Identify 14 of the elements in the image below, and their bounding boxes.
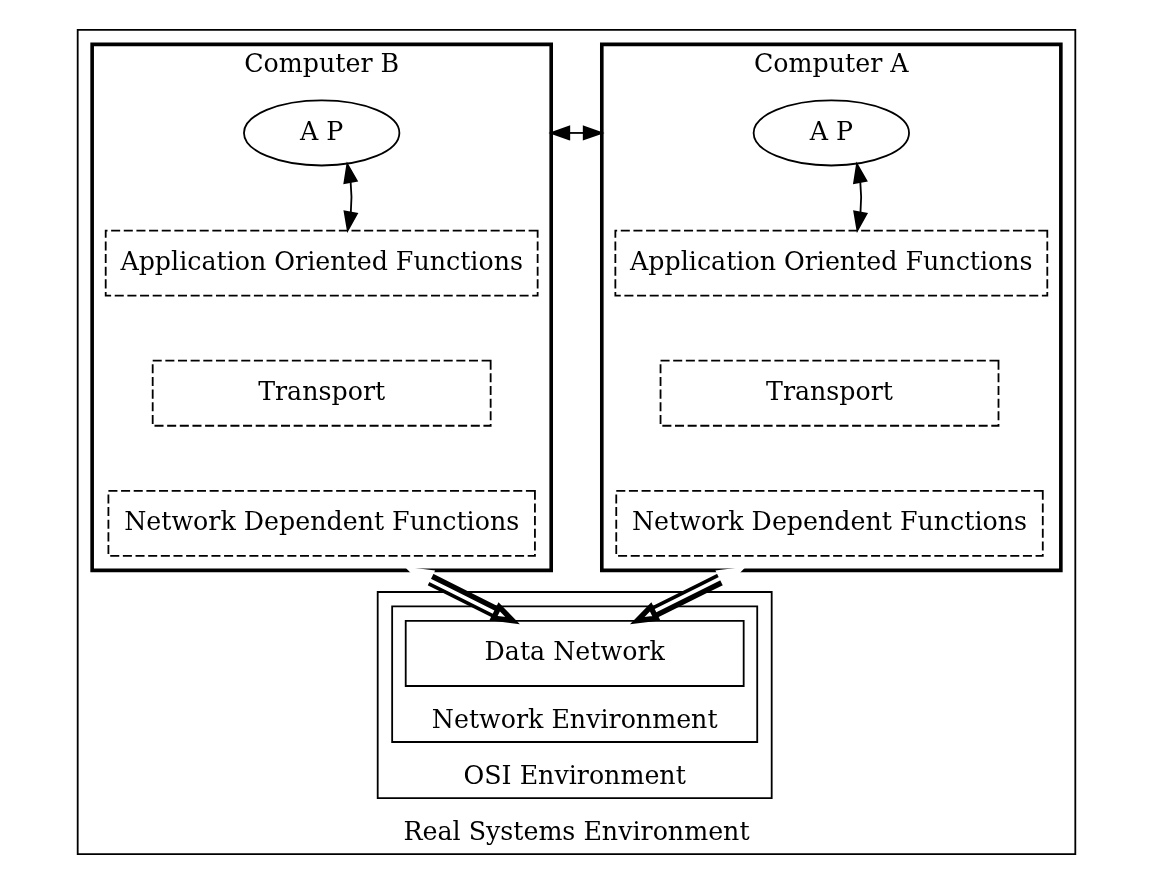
node-box: Transport [659,359,999,427]
arrow [852,161,868,234]
node-box: Network Dependent Functions [614,489,1044,557]
node-box: Application Oriented Functions [104,229,539,297]
node-ellipse: A P [752,99,910,167]
arrow [629,566,746,625]
node-box: Network Dependent Functions [107,489,536,557]
arrow [547,125,605,141]
node-box: Data Network [404,620,745,687]
arrow [404,566,520,625]
node-box: Transport [151,359,492,427]
node-box: Application Oriented Functions [613,229,1048,297]
node-ellipse: A P [242,99,400,167]
arrow [342,161,358,234]
